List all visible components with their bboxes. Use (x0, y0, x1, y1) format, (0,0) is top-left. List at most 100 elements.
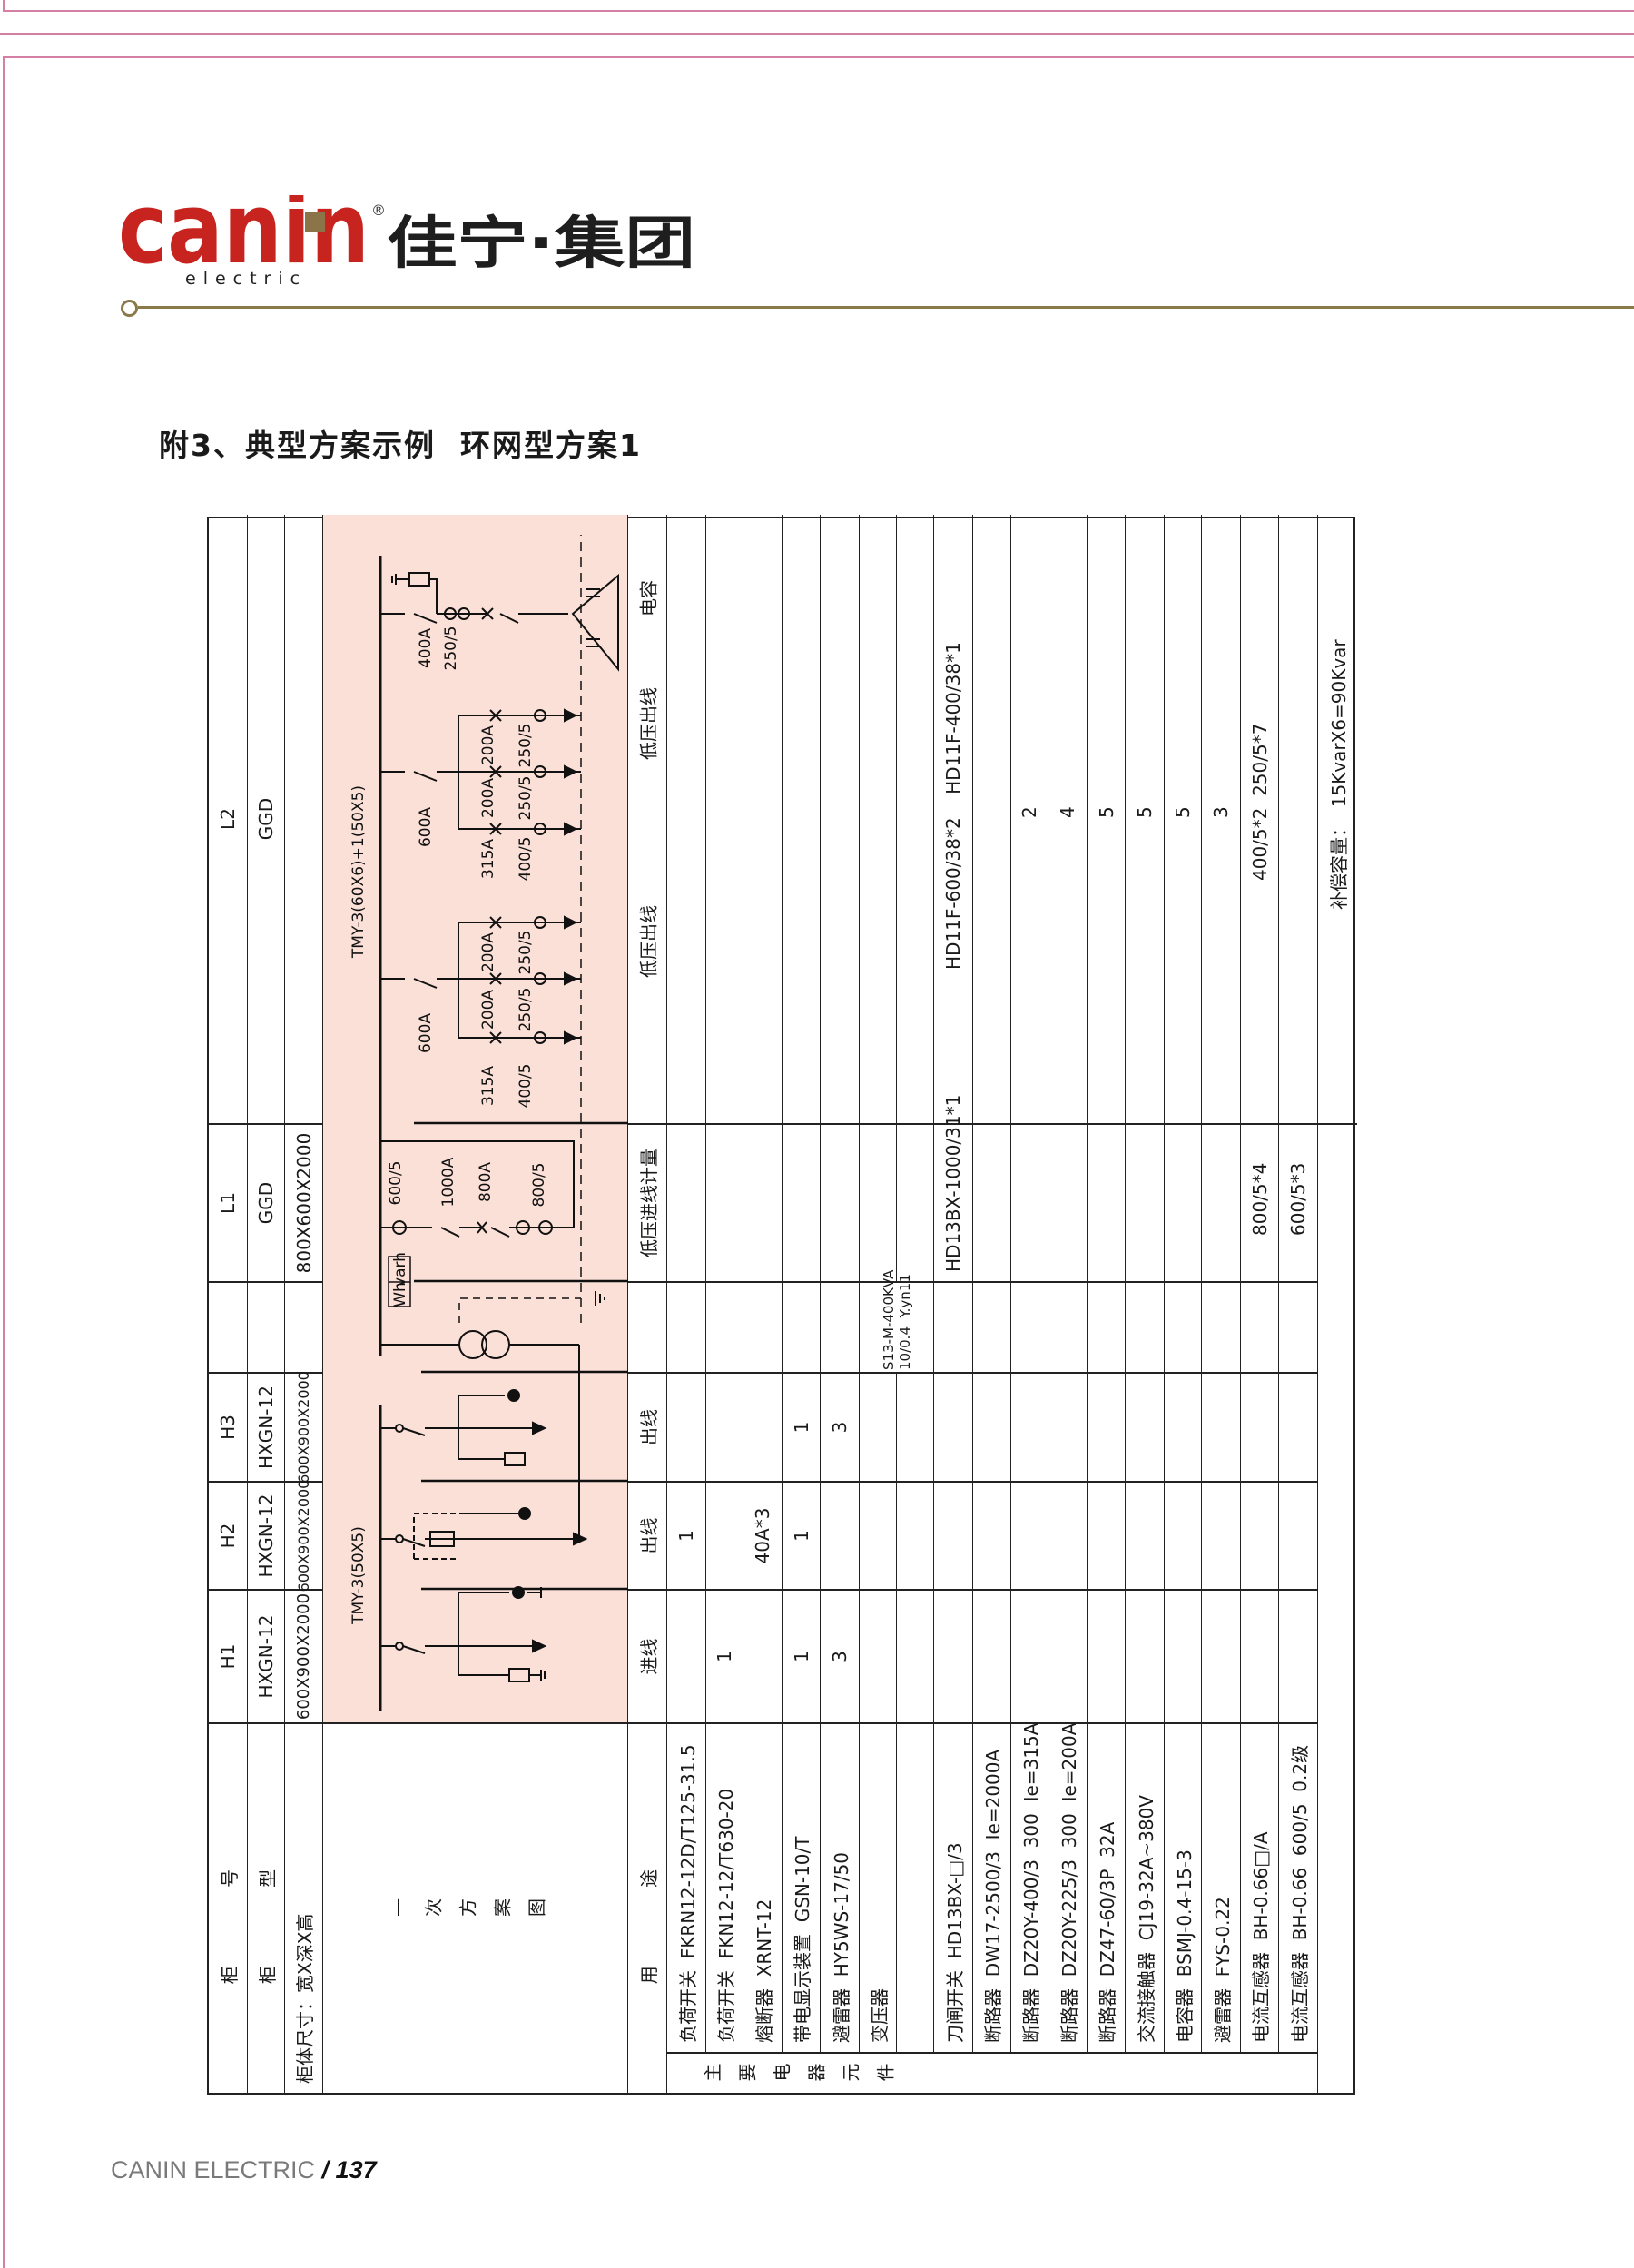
component-h2-value (1126, 1481, 1165, 1589)
component-l1-value (1088, 1123, 1126, 1281)
component-transformer-value (1165, 1281, 1202, 1372)
usage-h1: 进线 (628, 1589, 667, 1722)
l1-breaker-label: 800A (477, 1162, 495, 1202)
component-l2-value (1279, 515, 1318, 1123)
component-l1-value (706, 1123, 743, 1281)
component-h2-value (1202, 1481, 1241, 1589)
cabinet-no-h1: H1 (209, 1589, 248, 1722)
component-label: 断路器 DZ20Y-400/3 300 Ie=315A (1011, 1722, 1048, 2052)
component-transformer-value (706, 1281, 743, 1372)
component-transformer-value (934, 1281, 973, 1372)
l2g2-b2-label: 200A (479, 778, 497, 818)
component-l1-value (1165, 1123, 1202, 1281)
type-h1: HXGN-12 (248, 1589, 285, 1722)
frame-line (3, 56, 1634, 58)
component-l2-value (973, 515, 1011, 1123)
usage-l2-a: 低压出线 (637, 905, 660, 978)
component-h3-value (667, 1372, 706, 1481)
usage-transformer (628, 1281, 667, 1372)
l2g1-b2-label: 200A (479, 990, 497, 1030)
component-transformer-value (783, 1281, 821, 1372)
h2-circuit (380, 1345, 588, 1560)
component-l2-value (667, 515, 706, 1123)
capacitor-circuit: 400A 250/5 (380, 572, 619, 672)
type-l1: GGD (248, 1123, 285, 1281)
component-h1-value (973, 1589, 1011, 1722)
cabinet-no-l1: L1 (209, 1123, 248, 1281)
component-l1-value (897, 1123, 934, 1281)
scheme-table: 柜 号 H1 H2 H3 L1 L2 柜 型 HXGN-12 HXGN-12 H… (207, 515, 1357, 2095)
l2g2-ct3-label: 250/5 (517, 724, 535, 768)
component-label: 变压器 (860, 1722, 897, 2052)
usage-l1: 低压进线计量 (628, 1123, 667, 1281)
component-label (897, 1722, 934, 2052)
type-l2: GGD (248, 515, 285, 1123)
component-h2-value (934, 1481, 973, 1589)
component-l2-value (706, 515, 743, 1123)
l1-circuit: Wh varh 600/5 1000A 800A 800/5 (380, 1140, 575, 1307)
frame-line (3, 0, 5, 11)
label-diagram: 一次方案图 (323, 1722, 628, 2093)
component-h3-value (1165, 1372, 1202, 1481)
component-h2-value (821, 1481, 860, 1589)
label-diagram-text: 一次方案图 (389, 1898, 562, 1920)
label-component-group-text: 主要电器元件 (704, 2063, 911, 2085)
component-h3-value: 1 (783, 1372, 821, 1481)
component-label: 带电显示装置 GSN-10/T (783, 1722, 821, 2052)
transformer-spec-line1: S13-M-400KVA (880, 1269, 897, 1370)
component-h1-value (667, 1589, 706, 1722)
type-transformer (248, 1281, 285, 1372)
component-h2-value (1165, 1481, 1202, 1589)
h1-circuit (380, 1586, 547, 1682)
component-l2-value: 5 (1126, 515, 1165, 1123)
l2g2-b3-label: 200A (479, 725, 497, 765)
component-h2-value (1048, 1481, 1088, 1589)
component-h1-value: 1 (706, 1589, 743, 1722)
compensation-capacity: 补偿容量： 15KvarX6=90Kvar (1328, 639, 1350, 910)
component-l2-value (860, 515, 897, 1123)
component-transformer-value (973, 1281, 1011, 1372)
component-transformer-value (1011, 1281, 1048, 1372)
component-h3-value (1126, 1372, 1165, 1481)
component-h1-value (743, 1589, 783, 1722)
component-label: 负荷开关 FKN12-12/T630-20 (706, 1722, 743, 2052)
component-h1-value (1126, 1589, 1165, 1722)
component-label: 熔断器 XRNT-12 (743, 1722, 783, 2052)
component-h2-value (1011, 1481, 1048, 1589)
component-h2-value (1088, 1481, 1126, 1589)
component-h1-value: 3 (821, 1589, 860, 1722)
component-transformer-value (1126, 1281, 1165, 1372)
type-h3: HXGN-12 (248, 1372, 285, 1481)
component-l1-value (1048, 1123, 1088, 1281)
size-l2 (285, 515, 323, 1123)
wh-meter-label: Wh (391, 1282, 409, 1307)
l1-ct1-label: 600/5 (387, 1161, 405, 1206)
component-transformer-value (1279, 1281, 1318, 1372)
component-h2-value (897, 1481, 934, 1589)
component-l1-value: 600/5*3 (1279, 1123, 1318, 1281)
component-l2-value (821, 515, 860, 1123)
component-h1-value: 1 (783, 1589, 821, 1722)
size-transformer (285, 1281, 323, 1372)
l2g1-ct1-label: 400/5 (517, 1064, 535, 1109)
lv-bus-label: TMY-3(60X6)+1(50X5) (349, 785, 368, 959)
component-l1-value (783, 1123, 821, 1281)
component-l2-value: 400/5*2 250/5*7 (1241, 515, 1279, 1123)
cabinet-no-h2: H2 (209, 1481, 248, 1589)
type-h2: HXGN-12 (248, 1481, 285, 1589)
page-title: 附3、典型方案示例 环网型方案1 (159, 428, 642, 463)
component-label: 负荷开关 FKRN12-12D/T125-31.5 (667, 1722, 706, 2052)
footer-brand: CANIN ELECTRIC (111, 2156, 322, 2184)
component-h2-value (1241, 1481, 1279, 1589)
header-rule-ring (121, 300, 138, 317)
cabinet-no-transformer (209, 1281, 248, 1372)
component-h3-value (897, 1372, 934, 1481)
cap-switch-label: 400A (417, 628, 435, 668)
usage-h2: 出线 (628, 1481, 667, 1589)
component-h2-value: 1 (783, 1481, 821, 1589)
component-h2-value: 40A*3 (743, 1481, 783, 1589)
usage-h3: 出线 (628, 1372, 667, 1481)
component-h3-value (1011, 1372, 1048, 1481)
component-h3-value: 3 (821, 1372, 860, 1481)
